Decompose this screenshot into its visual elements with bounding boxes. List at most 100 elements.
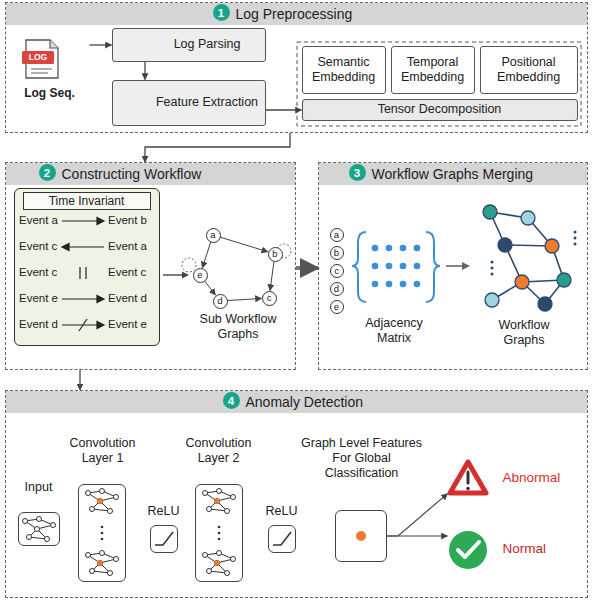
connector: [220, 237, 268, 252]
step-number: 1: [213, 4, 230, 21]
node-text: Log Preprocessing: [236, 3, 588, 25]
node-text: ReLU: [140, 504, 188, 519]
process-box: Tensor Decomposition: [302, 99, 578, 121]
connector: [90, 44, 112, 45]
annotation: Event d: [108, 292, 147, 306]
node-text: ReLU: [258, 504, 306, 519]
connector: [227, 298, 261, 300]
connector: [205, 281, 216, 295]
node-text: c: [267, 293, 272, 303]
layer-frame: [18, 512, 60, 546]
node-text: Input: [14, 480, 64, 495]
connector: [387, 535, 448, 536]
annotation: Sub Workflow Graphs: [186, 312, 290, 342]
annotation: Workflow Graphs: [482, 318, 566, 348]
annotation: Event d: [19, 318, 58, 332]
step-number: 3: [349, 164, 366, 181]
annotation: Event a: [108, 240, 147, 254]
node-text: Tensor Decomposition: [378, 102, 502, 117]
event-node: a: [206, 228, 221, 243]
connector: [202, 242, 210, 268]
node-text: 1: [218, 7, 224, 19]
layer-box: Graph Level Features For Global Classifi…: [298, 436, 426, 564]
connector: [266, 109, 302, 110]
node-text: e: [334, 302, 339, 312]
event-node: e: [330, 300, 344, 314]
node-text: Normal: [503, 541, 547, 556]
node-text: Log Seq.: [24, 86, 75, 100]
stage-panel: Anomaly Detection 4Input Convolution Layer…: [5, 390, 588, 598]
node-text: c: [334, 266, 339, 276]
event-node: b: [268, 247, 283, 262]
result-icon: Normal: [445, 528, 585, 570]
embedding-box: Semantic Embedding: [302, 46, 386, 94]
connector: [270, 261, 274, 290]
log-file-icon: Log Seq.: [10, 38, 90, 100]
annotation: Event e: [19, 292, 58, 306]
stage-panel: Log Preprocessing 1Log Seq. Log ParsingFea…: [5, 2, 588, 133]
step-number: 4: [223, 392, 240, 409]
node-text: Log Parsing: [174, 37, 241, 52]
annotation: Event c: [19, 240, 57, 254]
node-text: a: [210, 230, 215, 240]
connector: [387, 494, 448, 536]
event-node: c: [262, 291, 277, 306]
event-node: e: [193, 268, 208, 283]
node-text: 4: [228, 395, 234, 407]
stage-panel: Workflow Graphs Merging 3 abcde: [318, 162, 588, 370]
event-node: a: [330, 228, 344, 242]
layer-frame: [268, 525, 296, 553]
layer-box: ReLU: [140, 504, 188, 556]
layer-box: ReLU: [258, 504, 306, 556]
step-number: 2: [39, 164, 56, 181]
node-text: Constructing Workflow: [62, 163, 296, 185]
layer-frame: [78, 484, 126, 582]
node-text: Workflow Graphs Merging: [372, 163, 588, 185]
layer-box: Convolution Layer 1: [60, 436, 146, 584]
annotation: Event c: [108, 266, 146, 280]
node-text: Convolution Layer 1: [60, 436, 146, 466]
connector: [79, 370, 80, 390]
node-text: 2: [44, 167, 50, 179]
node-text: Graph Level Features For Global Classifi…: [298, 436, 426, 481]
event-node: b: [330, 246, 344, 260]
node-text: d: [217, 296, 222, 306]
node-text: b: [334, 248, 339, 258]
process-box: Log Parsing: [112, 28, 266, 62]
annotation: Event b: [108, 214, 147, 228]
event-node: d: [213, 294, 228, 309]
node-text: Time Invariant: [23, 192, 151, 210]
result-icon: Abnormal: [445, 458, 585, 498]
layer-frame: [150, 525, 178, 553]
panel-header: Anomaly Detection: [6, 391, 587, 413]
annotation: Adjacency Matrix: [348, 316, 440, 346]
layer-box: Convolution Layer 2: [176, 436, 262, 584]
icon-caption: LOG: [22, 51, 54, 64]
node-text: Positional Embedding: [484, 55, 574, 85]
connector: [296, 266, 318, 270]
embedding-box: Temporal Embedding: [391, 46, 475, 94]
panel-header: Log Preprocessing: [6, 3, 587, 25]
event-node: c: [330, 264, 344, 278]
node-text: a: [334, 230, 339, 240]
node-text: Anomaly Detection: [246, 391, 588, 413]
node-text: Feature Extraction: [156, 95, 258, 110]
node-text: d: [334, 284, 339, 294]
node-text: Temporal Embedding: [395, 55, 471, 85]
node-text: Semantic Embedding: [306, 55, 382, 85]
annotation: Event c: [19, 266, 57, 280]
node-text: e: [197, 270, 202, 280]
process-box: Feature Extraction: [112, 80, 266, 126]
annotation: Event e: [108, 318, 147, 332]
annotation: Event a: [19, 214, 58, 228]
node-text: Abnormal: [503, 470, 561, 485]
icon-area: [448, 530, 488, 570]
layer-frame: [335, 510, 387, 562]
node-text: b: [272, 249, 277, 259]
layer-box: Input: [14, 480, 64, 550]
connector: [144, 62, 145, 80]
connector: [145, 133, 290, 162]
node-text: Convolution Layer 2: [176, 436, 262, 466]
event-node: d: [330, 282, 344, 296]
icon-area: [448, 458, 488, 496]
